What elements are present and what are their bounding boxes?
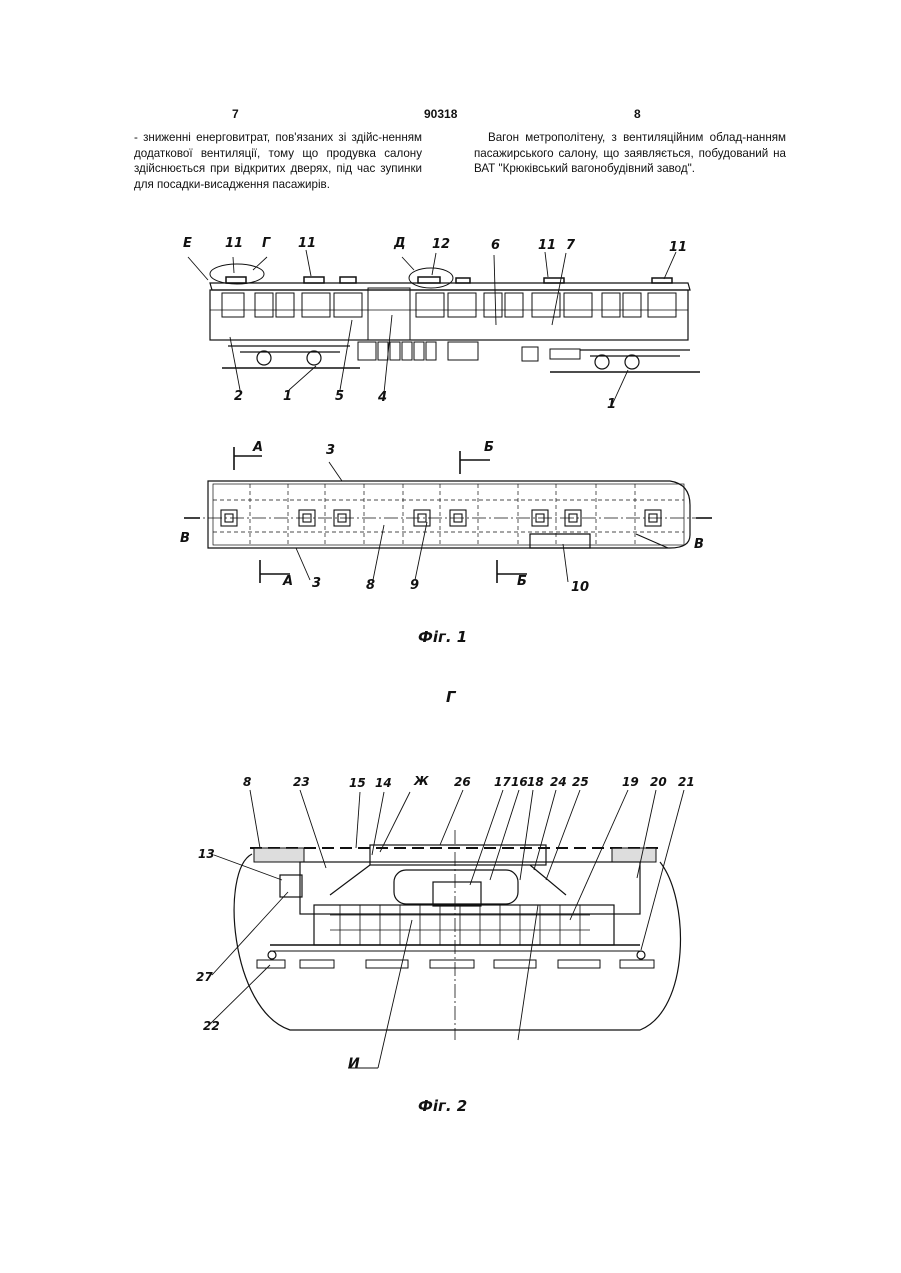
label-21: 21 <box>678 775 695 789</box>
label-15: 15 <box>349 776 366 790</box>
label-17: 17 <box>494 775 511 789</box>
label-14: 14 <box>375 776 392 790</box>
label-26: 26 <box>454 775 471 789</box>
label-I: И <box>348 1056 360 1072</box>
label-20: 20 <box>650 775 667 789</box>
label-22: 22 <box>203 1019 220 1033</box>
label-8-fig2: 8 <box>243 775 251 789</box>
label-13: 13 <box>198 847 215 861</box>
label-25: 25 <box>572 775 589 789</box>
label-19: 19 <box>622 775 639 789</box>
label-18: 18 <box>527 775 544 789</box>
label-27: 27 <box>196 970 213 984</box>
label-23: 23 <box>293 775 310 789</box>
label-24: 24 <box>550 775 567 789</box>
label-16: 16 <box>511 775 528 789</box>
label-Zh: Ж <box>414 774 429 788</box>
